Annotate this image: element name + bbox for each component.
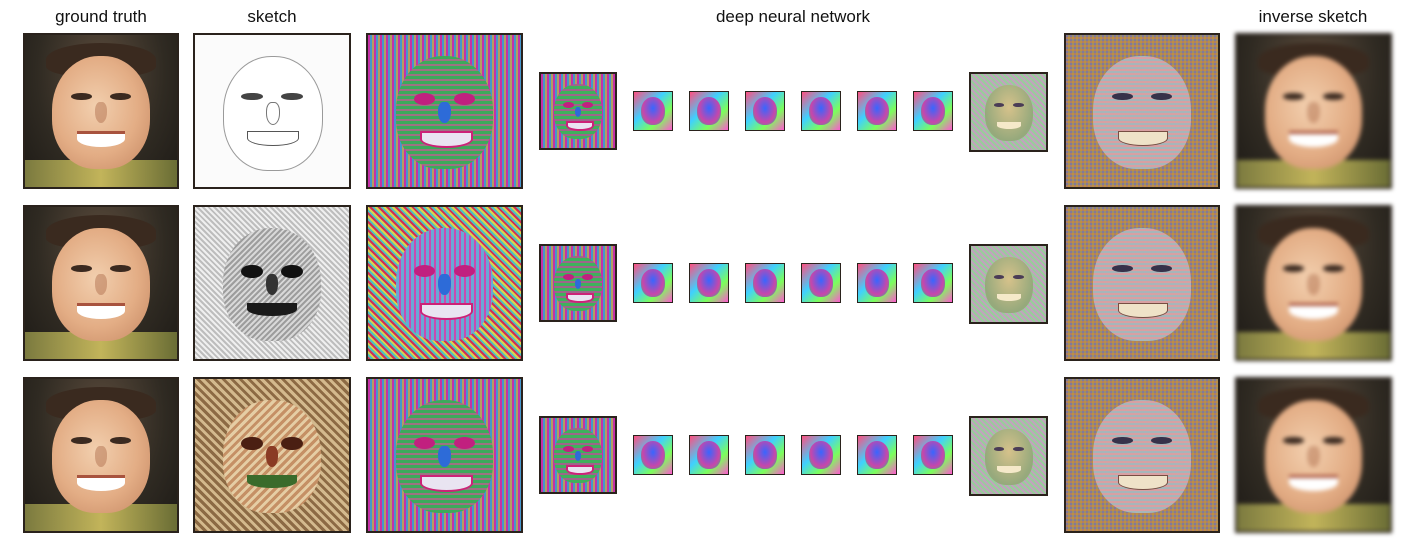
feature-map-small-image-row3-5: [801, 435, 841, 475]
inverse-sketch-image-row3: [1235, 377, 1392, 533]
sketch-image-row1: [193, 33, 351, 189]
feature-map-large-image-row1: [1064, 33, 1220, 189]
inverse-sketch-header: inverse sketch: [1258, 7, 1368, 26]
feature-map-medium-image-row2-8: [969, 244, 1048, 324]
feature-map-small-image-row2-6: [857, 263, 897, 303]
feature-map-medium-image-row3-1: [539, 416, 617, 494]
feature-map-small-image-row2-5: [801, 263, 841, 303]
feature-map-medium-image-row1-1: [539, 72, 617, 150]
sketch-image-row2: [193, 205, 351, 361]
feature-map-medium-image-row1-8: [969, 72, 1048, 152]
feature-map-small-image-row1-3: [689, 91, 729, 131]
feature-map-small-image-row3-4: [745, 435, 785, 475]
feature-map-large-image-row1: [366, 33, 523, 189]
feature-map-small-image-row1-2: [633, 91, 673, 131]
feature-map-small-image-row3-6: [857, 435, 897, 475]
feature-map-small-image-row2-3: [689, 263, 729, 303]
feature-map-medium-image-row2-1: [539, 244, 617, 322]
sketch-image-row3: [193, 377, 351, 533]
ground-truth-image-row1: [23, 33, 179, 189]
feature-map-small-image-row3-2: [633, 435, 673, 475]
feature-map-small-image-row1-5: [801, 91, 841, 131]
feature-map-small-image-row2-7: [913, 263, 953, 303]
feature-map-small-image-row2-2: [633, 263, 673, 303]
ground-truth-header: ground truth: [55, 7, 147, 26]
inverse-sketch-image-row2: [1235, 205, 1392, 361]
feature-map-small-image-row1-4: [745, 91, 785, 131]
feature-map-large-image-row3: [366, 377, 523, 533]
feature-map-small-image-row1-6: [857, 91, 897, 131]
feature-map-small-image-row2-4: [745, 263, 785, 303]
feature-map-large-image-row2: [366, 205, 523, 361]
feature-map-small-image-row3-7: [913, 435, 953, 475]
ground-truth-image-row2: [23, 205, 179, 361]
ground-truth-image-row3: [23, 377, 179, 533]
feature-map-medium-image-row3-8: [969, 416, 1048, 496]
inverse-sketch-image-row1: [1235, 33, 1392, 189]
feature-map-large-image-row2: [1064, 205, 1220, 361]
feature-map-small-image-row1-7: [913, 91, 953, 131]
feature-map-large-image-row3: [1064, 377, 1220, 533]
feature-map-small-image-row3-3: [689, 435, 729, 475]
sketch-header: sketch: [247, 7, 297, 26]
deep-neural-network-header: deep neural network: [715, 7, 871, 26]
